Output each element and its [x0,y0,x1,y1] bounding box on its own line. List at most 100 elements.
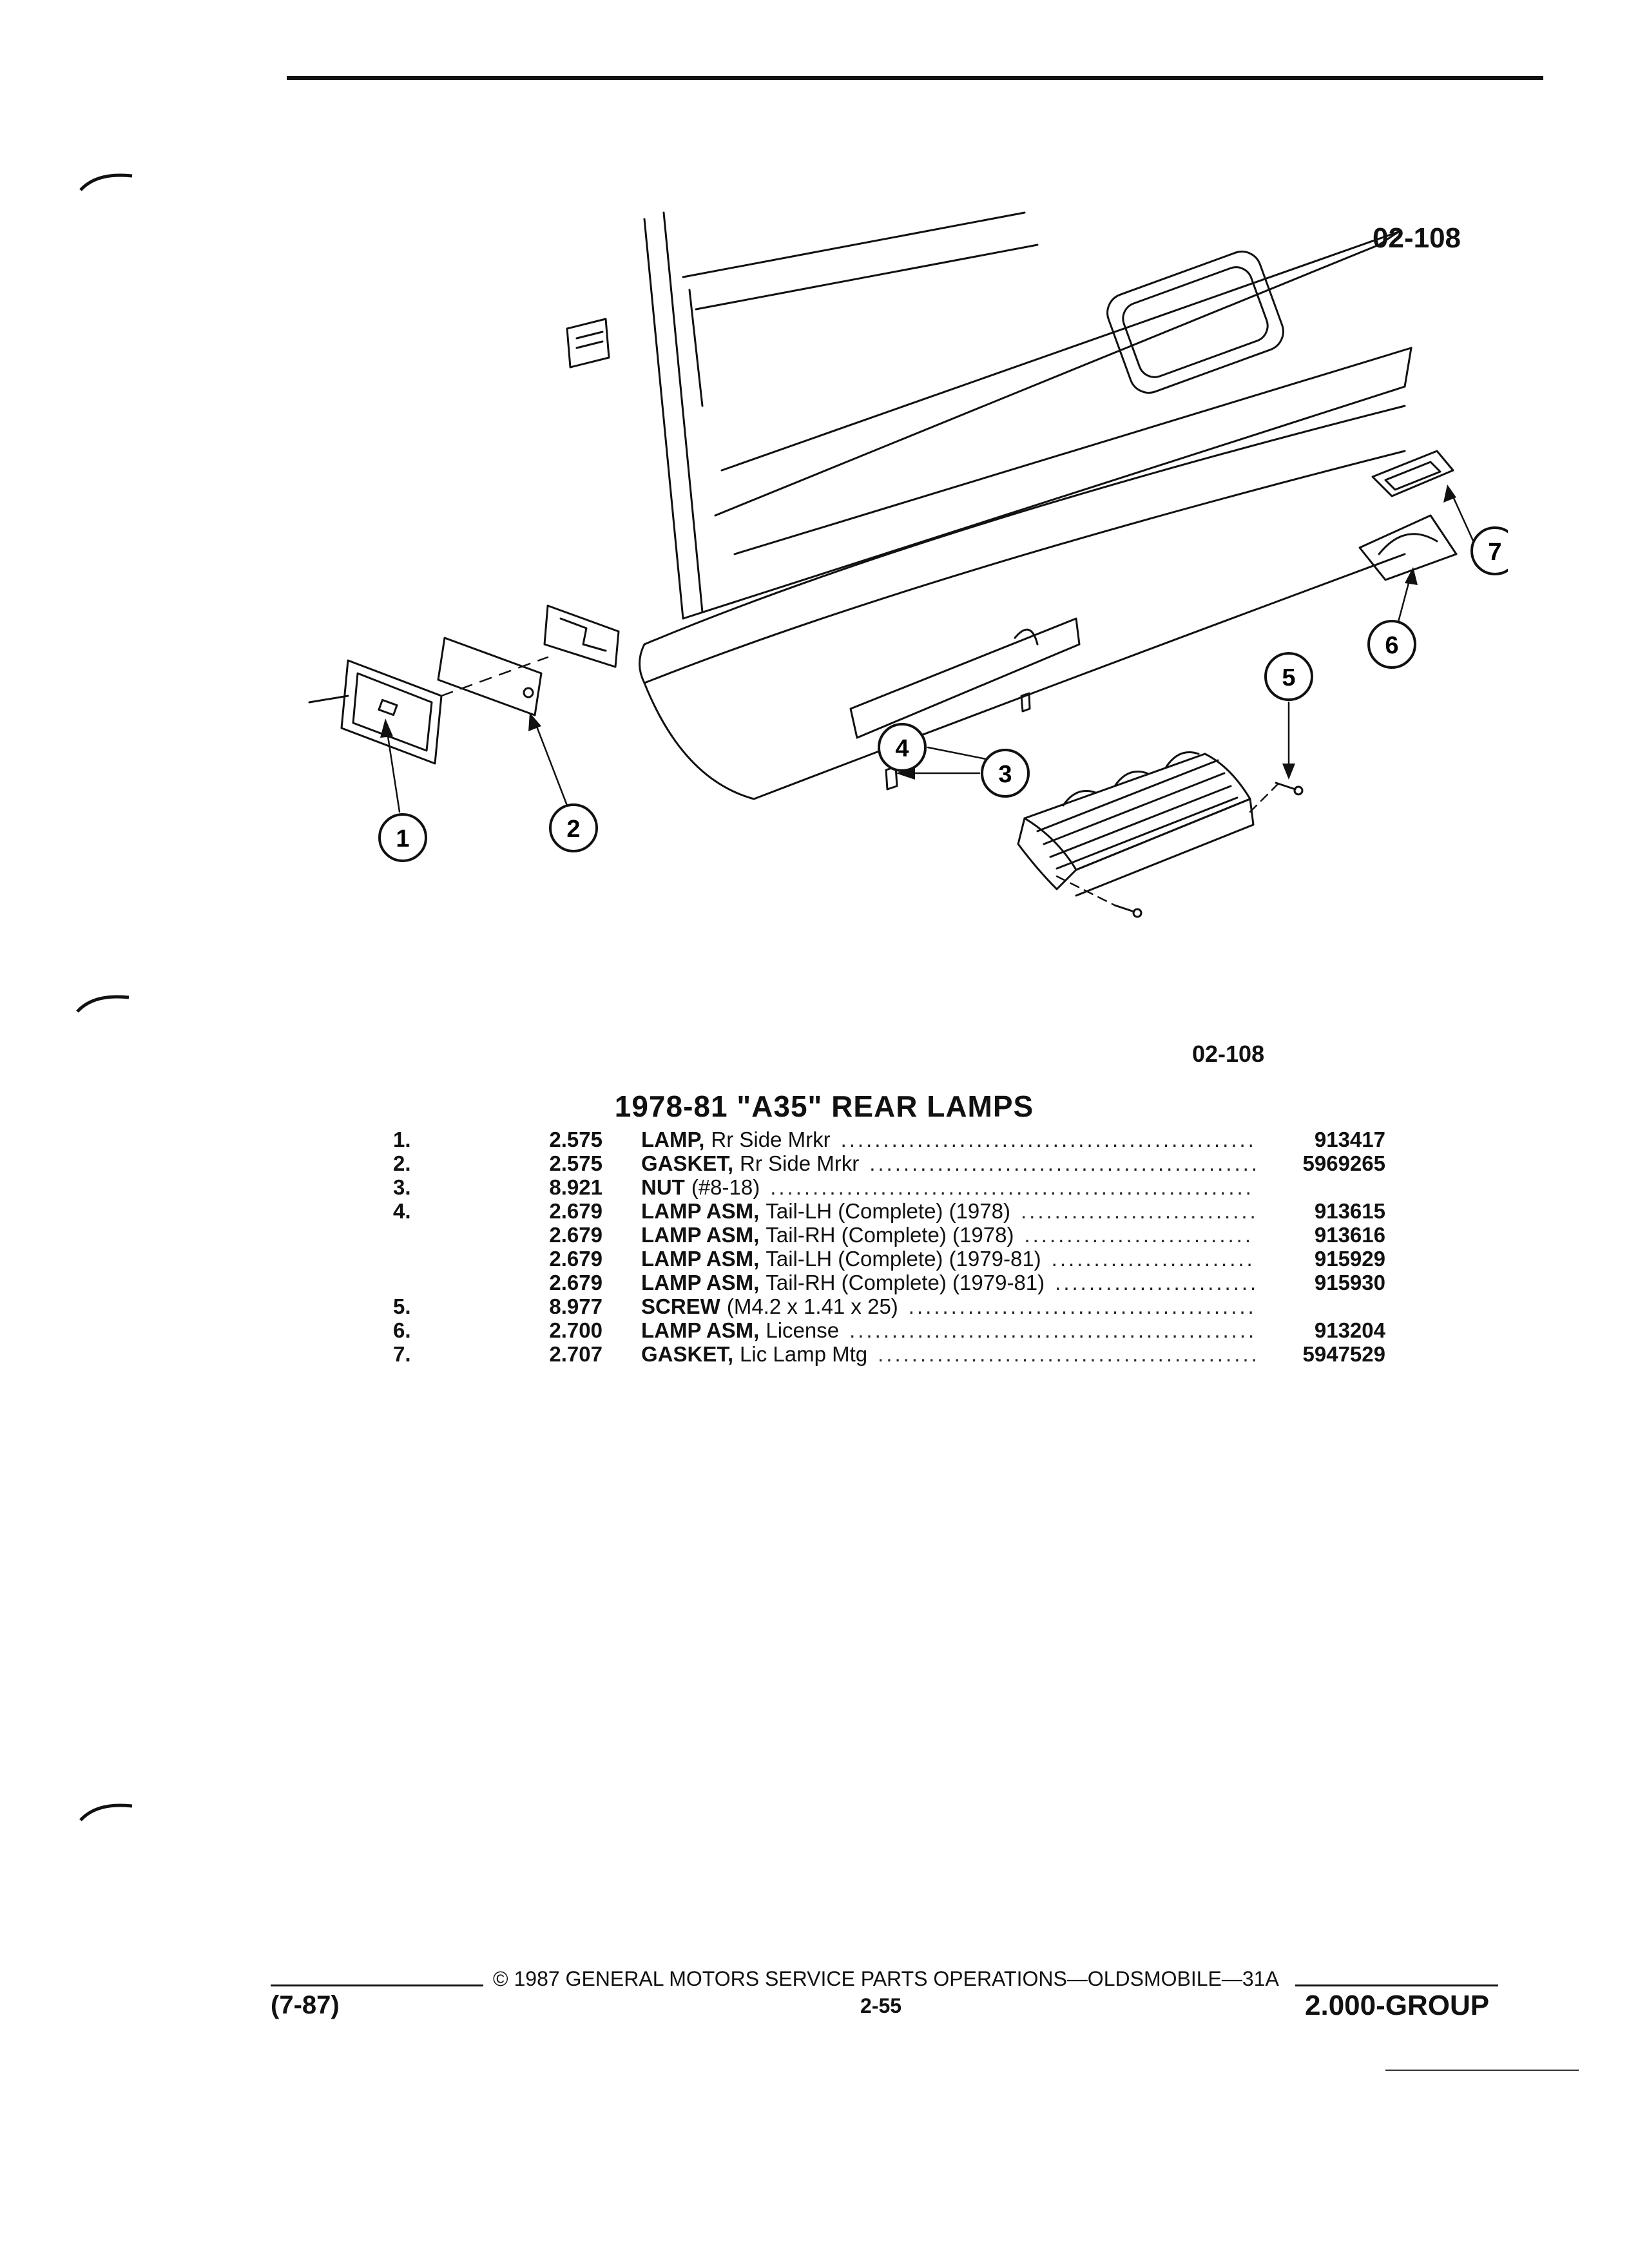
parts-list: 1. 2.575 LAMP, Rr Side Mrkr 913417 2. 2.5… [393,1128,1385,1366]
screws [1113,782,1304,918]
item-index: 1. [393,1128,411,1151]
footer-revision-date: (7-87) [271,1991,340,2019]
footer-rule-left [271,1984,483,1986]
side-marker-pocket [543,604,620,668]
parts-row: 2.679 LAMP ASM,Tail-LH (Complete) (1979-… [393,1247,1385,1271]
part-number: 915930 [1314,1271,1385,1294]
part-number: 5969265 [1302,1151,1385,1175]
parts-row: 3. 8.921 NUT(#8-18) [393,1175,1385,1199]
item-index: 6. [393,1318,411,1342]
part-name: LAMP ASM, [641,1199,760,1223]
dot-leader [849,1318,1255,1343]
svg-text:6: 6 [1385,632,1398,659]
svg-text:7: 7 [1488,539,1501,566]
group-number: 2.679 [549,1199,602,1223]
item-index: 5. [393,1294,411,1318]
part-name: LAMP ASM, [641,1318,760,1342]
dot-leader [770,1175,1255,1200]
footer-copyright: © 1987 GENERAL MOTORS SERVICE PARTS OPER… [493,1967,1279,1990]
figure-code-bottom: 02-108 [1192,1041,1265,1067]
parts-row: 1. 2.575 LAMP,Rr Side Mrkr 913417 [393,1128,1385,1151]
binding-mark-middle [76,995,130,1013]
callout-4: 4 [878,723,927,772]
part-description: (M4.2 x 1.41 x 25) [726,1294,898,1318]
dot-leader [909,1294,1255,1319]
callout-5: 5 [1264,652,1313,701]
side-marker-gasket [437,637,543,716]
license-lamp [1358,514,1458,581]
callout-7: 7 [1470,526,1508,575]
figure-code-top: 02-108 [1373,222,1461,254]
binding-mark-top [79,173,133,191]
group-number: 2.679 [549,1271,602,1294]
part-number: 913204 [1314,1318,1385,1342]
part-description: Tail-RH (Complete) (1979-81) [766,1271,1045,1294]
parts-row: 7. 2.707 GASKET,Lic Lamp Mtg 5947529 [393,1342,1385,1366]
group-number: 2.679 [549,1223,602,1247]
binding-mark-bottom [79,1803,133,1821]
footer-page-number: 2-55 [860,1994,902,2017]
dot-leader [1055,1271,1255,1295]
parts-row: 2.679 LAMP ASM, Tail-RH (Complete) (1979-… [393,1271,1385,1294]
callouts: 1 2 3 4 5 6 7 [378,526,1508,862]
part-name: LAMP ASM, [641,1247,760,1271]
item-index: 4. [393,1199,411,1223]
body-panel-lines [682,231,1412,620]
bumper [639,405,1406,800]
group-number: 8.921 [549,1175,602,1199]
parts-row: 4. 2.679 LAMP ASM,Tail-LH (Complete) (19… [393,1199,1385,1223]
tail-lamp-assembly [1017,751,1255,897]
part-name: NUT [641,1175,685,1199]
part-description: License [766,1318,840,1342]
leader-lines [385,488,1483,907]
part-description: Rr Side Mrkr [740,1151,860,1175]
callout-1: 1 [378,813,427,862]
parts-row: 2.679 LAMP ASM,Tail-RH (Complete) (1978)… [393,1223,1385,1247]
part-description: Tail-LH (Complete) (1978) [766,1199,1010,1223]
rear-window-frame [643,211,1039,620]
group-number: 2.575 [549,1151,602,1175]
group-number: 2.700 [549,1318,602,1342]
group-number: 2.679 [549,1247,602,1271]
footer-group-label: 2.000-GROUP [1305,1990,1490,2021]
footer-rule-bottom [1385,2070,1579,2071]
part-name: LAMP, [641,1128,705,1151]
part-description: Lic Lamp Mtg [740,1342,868,1366]
svg-text:5: 5 [1282,664,1295,691]
license-plate-recess [1106,251,1284,394]
parts-row: 2. 2.575 GASKET,Rr Side Mrkr 5969265 [393,1151,1385,1175]
callout-6: 6 [1367,620,1416,669]
dot-leader [878,1342,1255,1367]
svg-text:1: 1 [396,825,409,852]
part-name: GASKET, [641,1151,734,1175]
parts-row: 5. 8.977 SCREW(M4.2 x 1.41 x 25) [393,1294,1385,1318]
item-index: 7. [393,1342,411,1366]
dot-leader [1052,1247,1255,1271]
top-rule [287,76,1543,80]
part-number: 913616 [1314,1223,1385,1247]
footer-rule-right [1295,1984,1498,1986]
part-description: Tail-LH (Complete) (1979-81) [766,1247,1041,1271]
part-description: Rr Side Mrkr [711,1128,831,1151]
part-name: SCREW [641,1294,720,1318]
side-marker-lamp [308,659,443,765]
part-number: 913417 [1314,1128,1385,1151]
callout-2: 2 [549,803,598,852]
dot-leader [1024,1223,1255,1247]
rear-lamps-exploded-diagram: 1 2 3 4 5 6 7 [308,211,1508,918]
dot-leader [1021,1199,1255,1224]
part-name: LAMP ASM, [641,1223,760,1247]
part-description: Tail-RH (Complete) (1978) [766,1223,1014,1247]
item-index: 3. [393,1175,411,1199]
part-number: 5947529 [1302,1342,1385,1366]
part-number: 915929 [1314,1247,1385,1271]
part-description: (#8-18) [691,1175,760,1199]
dot-leader [841,1128,1255,1152]
svg-text:3: 3 [998,761,1012,788]
parts-row: 6. 2.700 LAMP ASM,License 913204 [393,1318,1385,1342]
license-lamp-gasket [1371,450,1454,497]
callout-3: 3 [981,749,1030,798]
part-name: LAMP ASM, [641,1271,760,1294]
svg-text:2: 2 [566,816,580,843]
svg-text:4: 4 [895,735,909,762]
